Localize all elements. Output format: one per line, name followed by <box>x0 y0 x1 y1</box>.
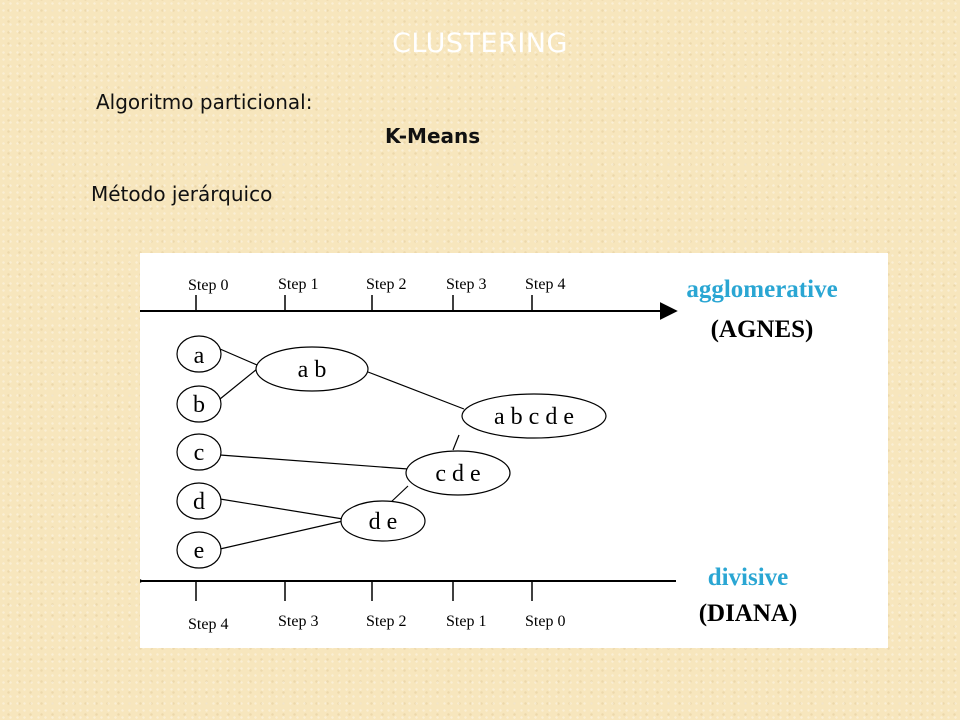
node-cde-label: c d e <box>435 461 480 487</box>
link-cde-abcde <box>452 434 460 451</box>
node-abcde <box>461 393 607 439</box>
node-a-label: a <box>194 343 205 369</box>
agglomerative-label: agglomerative <box>686 276 837 303</box>
diana-label: (DIANA) <box>699 600 798 627</box>
node-ab <box>255 346 369 392</box>
node-c-label: c <box>194 440 205 466</box>
node-d-label: d <box>193 489 205 515</box>
top-step-3: Step 3 <box>446 276 486 293</box>
partitional-label: Algoritmo particional: <box>96 90 313 114</box>
node-de-label: d e <box>369 509 398 535</box>
diagram-canvas: Step 0 Step 1 Step 2 Step 3 Step 4 agglo… <box>140 276 838 633</box>
node-cde <box>405 450 511 496</box>
partitional-method: K-Means <box>385 124 481 148</box>
node-ab-label: a b <box>298 357 327 383</box>
top-ticks <box>195 295 533 311</box>
bottom-ticks <box>195 581 533 601</box>
leaf-nodes <box>176 335 222 569</box>
divisive-label: divisive <box>708 564 789 591</box>
bottom-step-0: Step 4 <box>188 616 228 633</box>
link-c-cde <box>219 454 409 470</box>
link-e-de <box>219 520 344 550</box>
hierarchical-label: Método jerárquico <box>91 182 273 206</box>
hierarchical-clustering-diagram: Step 0 Step 1 Step 2 Step 3 Step 4 agglo… <box>140 253 888 648</box>
node-e-label: e <box>194 538 205 564</box>
bottom-step-2: Step 2 <box>366 613 406 630</box>
top-step-1: Step 1 <box>278 276 318 293</box>
agnes-label: (AGNES) <box>711 316 814 343</box>
link-a-ab <box>219 348 258 366</box>
cluster-nodes <box>255 346 607 542</box>
top-step-0: Step 0 <box>188 277 228 294</box>
link-b-ab <box>219 368 258 400</box>
bottom-step-3: Step 1 <box>446 613 486 630</box>
top-step-2: Step 2 <box>366 276 406 293</box>
node-b-label: b <box>193 392 205 418</box>
top-step-4: Step 4 <box>525 276 565 293</box>
node-d <box>176 482 222 520</box>
bottom-step-1: Step 3 <box>278 613 318 630</box>
node-abcde-label: a b c d e <box>494 404 574 430</box>
link-d-de <box>219 498 344 520</box>
slide-title: CLUSTERING <box>392 28 568 59</box>
node-e <box>176 531 222 569</box>
link-ab-abcde <box>367 371 465 410</box>
bottom-step-4: Step 0 <box>525 613 565 630</box>
node-a <box>176 335 222 373</box>
node-b <box>176 385 222 423</box>
node-c <box>176 433 222 471</box>
node-de <box>340 500 426 542</box>
link-de-cde <box>389 485 409 504</box>
dendrogram-links <box>219 348 465 550</box>
